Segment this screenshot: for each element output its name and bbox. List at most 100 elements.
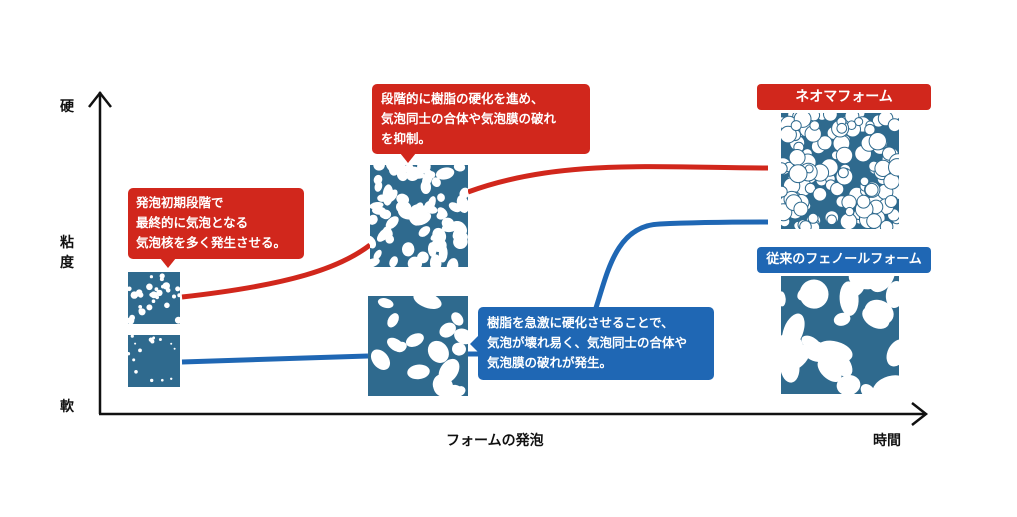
foam-bubble: [373, 165, 385, 171]
foam-bubble: [394, 341, 407, 353]
foam-bubble: [377, 298, 394, 309]
foam-bubble: [420, 180, 432, 194]
foam-bubble: [437, 207, 448, 218]
foam-bubble: [431, 177, 441, 188]
foam-bubble: [162, 282, 170, 290]
foam-bubble: [382, 184, 394, 206]
foam-bubble: [781, 125, 797, 144]
foam-bubble: [454, 328, 468, 345]
foam-bubble: [864, 299, 894, 326]
foam-bubble: [864, 123, 876, 136]
foam-neo-bubbles: [781, 113, 899, 229]
foam-bubble: [389, 256, 398, 267]
foam-bubble: [866, 213, 882, 229]
foam-bubble: [868, 276, 896, 293]
foam-bubble: [146, 304, 153, 311]
foam-bubble: [872, 375, 899, 394]
foam-bubble: [413, 296, 442, 309]
foam-bubble: [172, 294, 176, 299]
foam-bubble: [372, 206, 386, 215]
foam-bubble: [136, 289, 143, 296]
foam-bubble: [437, 193, 445, 202]
foam-bubble: [435, 167, 455, 180]
foam-bubble: [781, 333, 804, 363]
y-axis-label-viscosity-2: 度: [60, 255, 74, 271]
foam-bubble: [441, 217, 455, 230]
foam-bubble: [170, 342, 173, 345]
foam-bubble: [373, 249, 382, 260]
foam-bubble: [836, 375, 861, 394]
foam-bubble: [453, 221, 468, 236]
callout-blue-line-3: 気泡膜の破れが発生。: [487, 355, 613, 370]
foam-bubble: [134, 370, 138, 374]
foam-bubble: [164, 302, 170, 309]
foam-bubble: [138, 305, 143, 309]
foam-bubble: [423, 204, 438, 214]
foam-bubble: [152, 336, 155, 340]
foam-bubble: [835, 146, 854, 165]
callout-early: 発泡初期段階で 最終的に気泡となる 気泡核を多く発生させる。: [128, 188, 304, 259]
callout-mid-line-1: 段階的に樹脂の硬化を進め、: [381, 91, 544, 106]
foam-bubble: [174, 316, 180, 324]
foam-bubble: [413, 202, 424, 214]
foam-bubble: [797, 286, 813, 301]
foam-bubble: [170, 377, 173, 380]
foam-bubble: [138, 308, 146, 316]
foam-bubble: [419, 252, 429, 262]
foam-bubble: [868, 132, 887, 151]
foam-bubble: [823, 113, 838, 122]
foam-bubble: [158, 338, 162, 341]
foam-bubble: [161, 378, 164, 382]
foam-bubble: [860, 384, 876, 394]
foam-bubble: [405, 333, 424, 347]
foam-bubble: [175, 286, 180, 292]
foam-bubble: [159, 273, 165, 279]
foam-bubble: [407, 256, 423, 267]
callout-blue-line-1: 樹脂を急激に硬化させることで、: [487, 315, 674, 330]
foam-bubble: [887, 118, 899, 133]
foam-bubble: [864, 182, 879, 197]
foam-bubble: [370, 214, 378, 225]
foam-bubble: [433, 376, 454, 396]
foam-bubble: [385, 234, 395, 244]
foam-bubble: [128, 286, 132, 292]
neo-curve: [181, 164, 769, 300]
foam-bubble: [418, 226, 431, 237]
foam-bubble: [816, 352, 828, 368]
foam-bubble: [888, 158, 899, 177]
callout-early-line-2: 最終的に気泡となる: [136, 215, 249, 230]
foam-bubble: [370, 349, 391, 370]
callout-mid-line-3: を抑制。: [381, 131, 432, 146]
foam-bubble: [451, 312, 464, 326]
foam-bubble: [809, 120, 821, 131]
foam-bubble: [459, 187, 468, 199]
foam-bubble: [150, 378, 154, 383]
foam-bubble: [373, 174, 383, 185]
foam-bubble: [151, 299, 156, 304]
foam-bubble: [146, 283, 153, 291]
foam-bubble: [407, 364, 430, 380]
foam-bubble: [138, 348, 142, 353]
y-axis-label-viscosity-1: 粘: [60, 235, 74, 251]
foam-bubble: [859, 176, 870, 187]
foam-bubble: [830, 182, 845, 197]
foam-bubble: [132, 358, 136, 362]
foam-bubble: [826, 214, 838, 226]
foam-bubble: [395, 200, 412, 215]
callout-early-pointer: [160, 258, 176, 268]
foam-bubble: [788, 149, 806, 166]
foam-early-top-bubbles: [128, 273, 180, 324]
foam-mid-top-bubbles: [370, 165, 468, 267]
foam-bubble: [387, 313, 399, 328]
foam-bubble: [453, 165, 466, 172]
foam-bubble: [370, 235, 377, 249]
foam-bubble: [448, 202, 462, 213]
foam-bubble: [446, 258, 459, 267]
foam-early-bottom-bubbles: [128, 335, 176, 383]
foam-bubble: [833, 312, 851, 326]
foam-bubble: [781, 185, 788, 198]
callout-conventional: 樹脂を急激に硬化させることで、 気泡が壊れ易く、気泡同士の合体や 気泡膜の破れが…: [478, 307, 714, 380]
axes: [88, 90, 929, 426]
foam-bubble: [156, 289, 163, 297]
